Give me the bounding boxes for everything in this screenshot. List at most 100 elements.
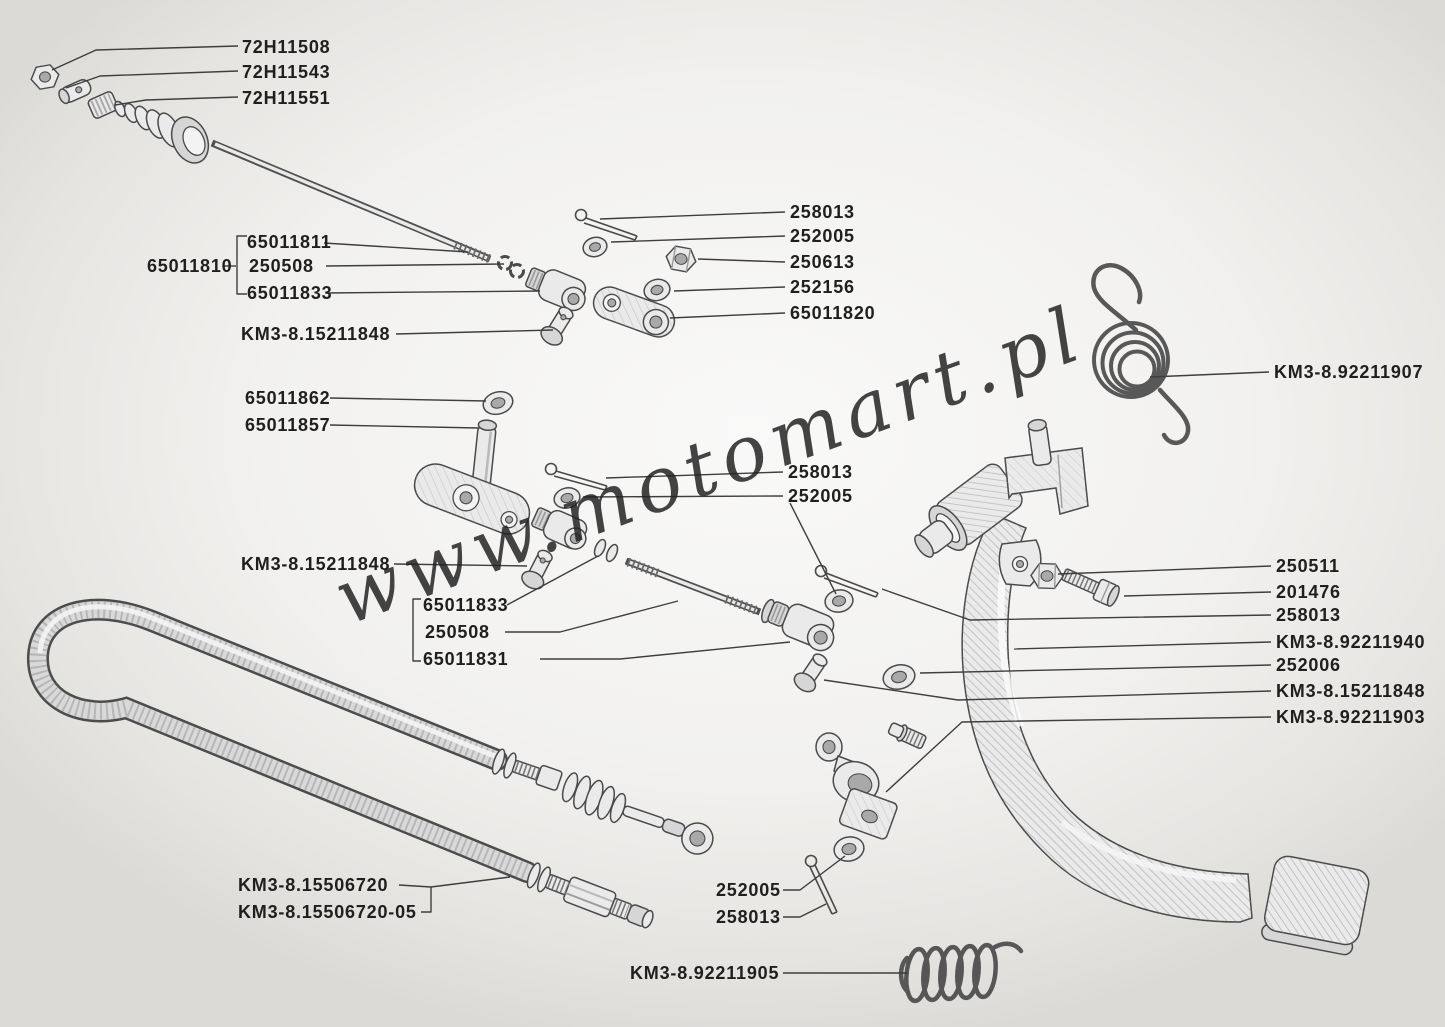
part-number-label: KM3-8.15211848 [241,324,390,344]
part-number-label: 258013 [788,462,853,482]
connecting-rod-65011830 [624,557,762,616]
clutch-rod [210,139,492,264]
part-number-label: 250511 [1276,556,1340,576]
hex-nut-250511 [1030,562,1064,590]
part-number-label: KM3-8.92211940 [1276,632,1425,652]
leader-line [823,679,1272,701]
leader-line [885,716,1272,793]
leader-line [325,290,541,294]
leader-line [323,242,469,253]
clevis-pin-KM3-mid [521,549,553,590]
leader-line [393,563,528,567]
cotter-pin-258013-mid [544,462,608,491]
leader-line [881,588,1272,621]
part-number-label: 258013 [790,202,855,222]
leader-line [605,471,784,479]
leader-line [398,876,511,888]
leader-line [540,641,791,660]
spacer-washer [605,543,619,563]
part-number-label: 65011833 [247,283,333,303]
pedal-clevis-lug [998,539,1042,587]
return-spring-KM3-92211907 [1091,262,1191,445]
part-number-label: 252005 [716,880,781,900]
part-number-label: 65011820 [790,303,876,323]
spacer-washer [593,538,607,558]
callout-layer: 72H1150872H1154372H115516501181065011811… [51,37,1425,983]
part-number-label: 65011857 [245,415,331,435]
pedal-mount-bracket [1004,447,1089,515]
part-number-label: 258013 [716,907,781,927]
leader-line [582,495,784,498]
part-number-label: 250508 [425,622,490,642]
washer-252005-bottom [833,836,865,862]
pedal-pivot-boss [914,463,1023,558]
pedal-stud [1027,418,1052,467]
hex-nut-250613 [665,245,697,273]
washer-252006 [882,663,916,691]
clevis-pin-KM3-right [793,653,828,693]
cotter-pin-258013-top [574,208,638,241]
part-number-label: 201476 [1276,582,1341,602]
leader-line [325,263,505,267]
leader-line [697,258,786,263]
part-number-label: KM3-8.15211848 [241,554,390,574]
crank-plate [413,463,531,535]
leader-line [610,235,786,243]
part-number-label: 252006 [1276,655,1341,675]
pedal-lever [961,513,1253,923]
cotter-pin-258013-bottom [804,854,838,915]
part-number-label: KM3-8.15506720 [238,875,388,895]
leader-line [783,903,827,918]
washer-65011862 [482,390,514,416]
leader-line [65,70,239,89]
part-number-label: 252005 [788,486,853,506]
leader-line [1123,591,1272,597]
leader-line [421,887,432,913]
part-number-label: 72H11551 [242,88,330,108]
hex-bolt-201476 [1061,568,1120,607]
pivot-block-bracket [815,732,898,840]
leader-line [1013,641,1272,650]
leader-line [919,664,1272,674]
leader-line [599,211,786,220]
part-number-label: 65011811 [247,232,332,252]
washer-252156 [643,278,671,302]
leader-line [329,424,480,429]
leader-line [1057,565,1272,575]
part-number-label: KM3-8.92211903 [1276,707,1425,727]
clevis-pin-KM3-top [540,306,574,346]
leader-line [51,45,239,71]
leader-line [783,855,846,891]
control-cable [27,598,538,883]
adjuster-barrel [87,91,119,119]
part-number-label: 250508 [249,256,314,276]
pedal-pad [1261,855,1370,956]
rubber-boot-72H11551 [114,100,210,164]
cable-pin-72H11543 [58,79,92,105]
leader-line [789,502,837,595]
washer-252005-mid [553,487,581,509]
leader-line [505,600,679,633]
group-bracket [412,598,421,662]
washer-252005-top [582,236,608,258]
part-number-label: 258013 [1276,605,1341,625]
leader-line [329,397,487,402]
clevis-fork-65011833-mid [531,507,588,550]
group-bracket [236,235,247,295]
small-bolt [887,722,927,749]
leader-line [395,329,554,335]
part-number-label: 65011831 [423,649,509,669]
washer-252005-right [824,589,854,613]
leader-line [114,96,239,106]
part-number-label: 72H11543 [242,62,330,82]
part-number-label: KM3-8.92211907 [1274,362,1423,382]
cable-upper-end-fitting [491,748,714,855]
spring-washers-250508 [497,255,525,279]
leader-line [669,312,786,319]
part-number-label: KM3-8.15506720-05 [238,902,417,922]
coil-spring-KM3-92211905 [898,941,1024,1004]
hex-nut-72H11508 [30,64,60,90]
part-number-label: KM3-8.92211905 [630,963,779,983]
